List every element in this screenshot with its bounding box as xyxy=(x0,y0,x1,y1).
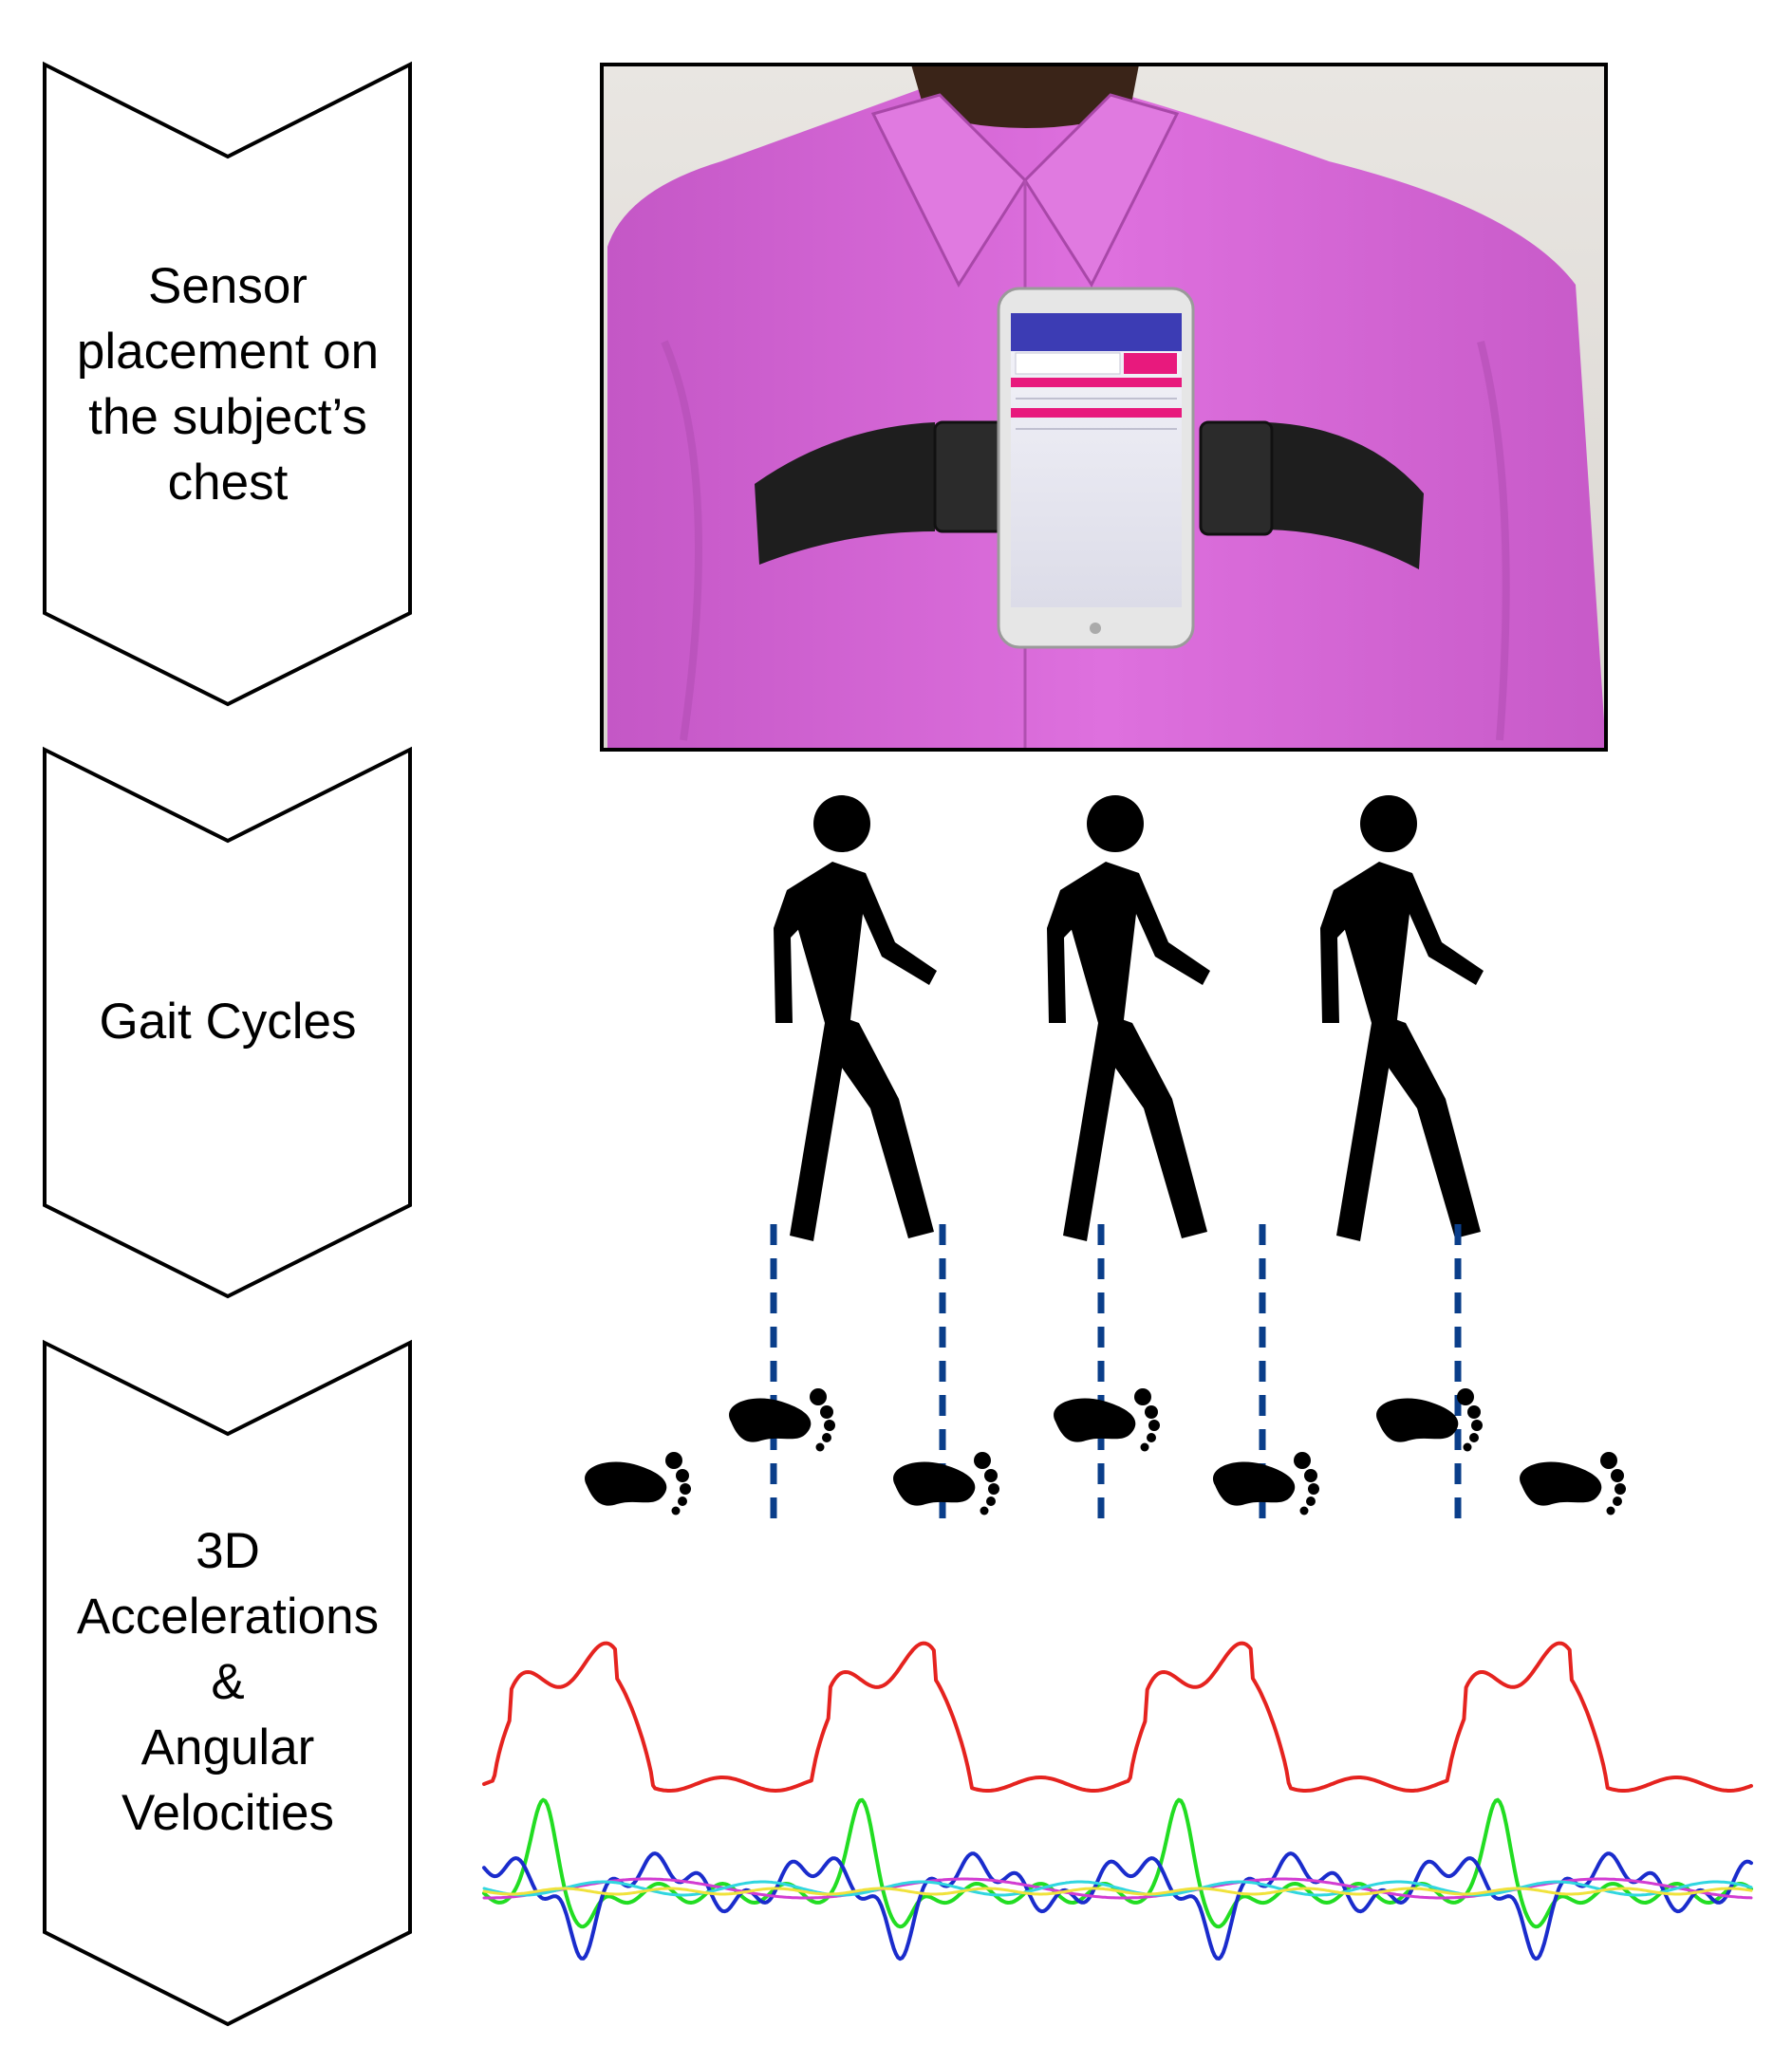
step-label-sensor-placement: Sensor placement on the subject’s chest xyxy=(52,253,403,515)
footprint-icon xyxy=(1213,1452,1319,1515)
signal-red-trace xyxy=(482,1641,1753,1793)
step-label-line: Sensor xyxy=(148,258,308,314)
step-label-line: Accelerations xyxy=(76,1589,380,1645)
step-label-line: placement on xyxy=(76,324,380,380)
footprint-icon xyxy=(1054,1388,1160,1452)
signal-cyan-trace xyxy=(482,1880,1753,1897)
walking-people xyxy=(774,795,1484,1241)
walking-person-icon xyxy=(1047,795,1210,1241)
sensor-photo xyxy=(600,63,1608,752)
step-label-line: 3D xyxy=(196,1523,260,1579)
footprint-icon xyxy=(893,1452,999,1515)
step-label-line: chest xyxy=(167,455,289,511)
chevron-step-1 xyxy=(43,61,412,707)
step-label-accelerations: 3D Accelerations & Angular Velocities xyxy=(52,1518,403,1846)
step-label-line: Velocities xyxy=(121,1785,334,1841)
walking-person-icon xyxy=(774,795,937,1241)
chevron-step-3 xyxy=(43,1339,412,2027)
chevron-step-2 xyxy=(43,746,412,1299)
footprint-icon xyxy=(585,1452,691,1515)
footprint-icon xyxy=(1376,1388,1483,1452)
signal-blue-trace xyxy=(482,1851,1753,1962)
footprints xyxy=(585,1388,1626,1515)
walking-person-icon xyxy=(1320,795,1484,1241)
step-label-gait-cycles: Gait Cycles xyxy=(52,989,403,1054)
sensor-signal-traces xyxy=(482,1641,1753,1962)
step-label-line: Angular xyxy=(140,1720,315,1776)
footprint-icon xyxy=(1520,1452,1626,1515)
signal-yellow-trace xyxy=(482,1887,1753,1896)
step-label-line: & xyxy=(211,1654,245,1710)
step-label-line: Gait Cycles xyxy=(99,994,357,1050)
signal-magenta-trace xyxy=(482,1877,1753,1900)
chevron-steps xyxy=(43,61,412,2027)
step-label-line: the subject’s xyxy=(88,389,367,445)
step-dashed-lines xyxy=(770,1224,1462,1528)
footprint-icon xyxy=(729,1388,835,1452)
